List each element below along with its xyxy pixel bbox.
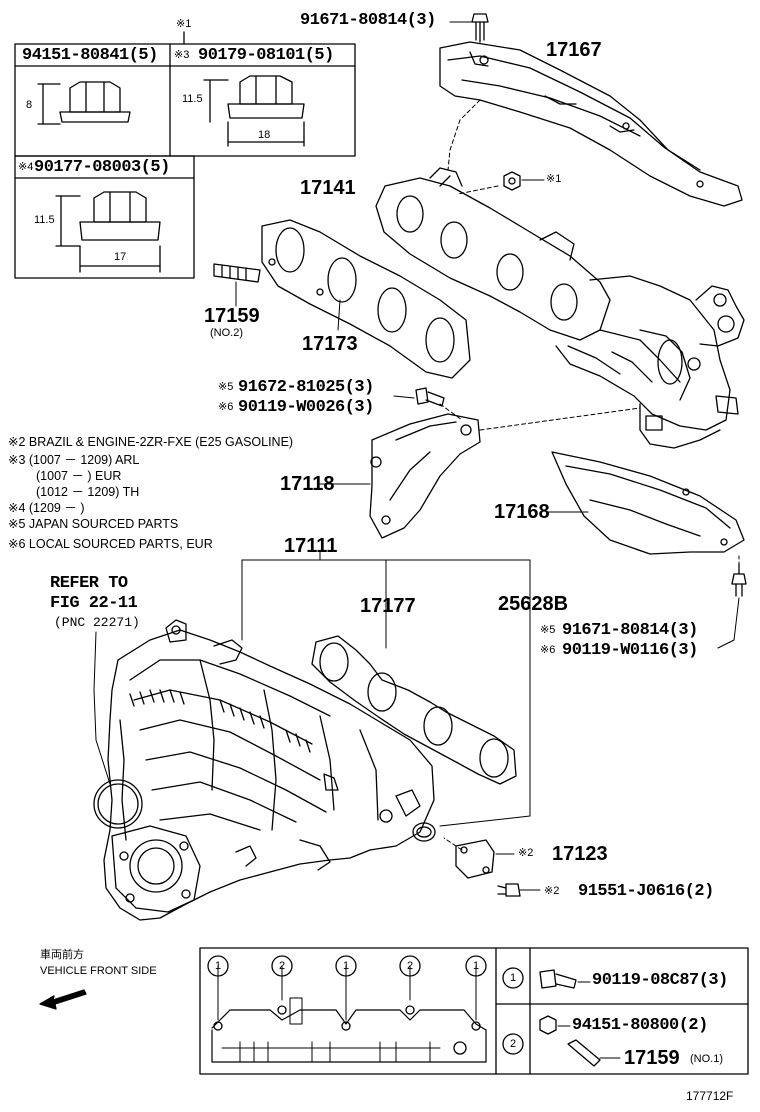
part-17167[interactable]: 17167	[546, 39, 602, 61]
intake-gasket-17177	[311, 635, 517, 785]
star1-nut-label: ※1	[546, 173, 562, 185]
part-90119-w0026[interactable]: 90119-W0026(3)	[238, 398, 374, 417]
part-17159-no1[interactable]: 17159	[624, 1047, 680, 1069]
heat-insulator-17167	[439, 41, 743, 207]
legend-circle-1a	[207, 955, 229, 977]
legend-circle-1a-label: 1	[215, 960, 222, 972]
part-17118[interactable]: 17118	[280, 473, 335, 495]
part-17111[interactable]: 17111	[284, 535, 338, 557]
nut-a-part-number: 94151-80841(5)	[22, 46, 158, 65]
note-line-6: ※5 JAPAN SOURCED PARTS	[8, 517, 179, 531]
intake-manifold	[103, 619, 435, 921]
mark5-lower: ※5	[540, 624, 556, 636]
legend-circle-1c-label: 1	[473, 960, 480, 972]
nut-table	[14, 31, 356, 279]
legend-circle-1b	[335, 955, 357, 977]
nut-b-width-dim: 18	[258, 129, 271, 141]
mark2-b: ※2	[544, 885, 560, 897]
leader-17111	[241, 551, 531, 827]
nut-b-mark: ※3	[174, 49, 190, 61]
nut-c-width-dim: 17	[114, 251, 127, 263]
refer-to-line-2[interactable]: FIG 22-11	[50, 594, 138, 613]
mark6-label: ※6	[218, 401, 234, 413]
o-ring-25628b	[412, 822, 436, 842]
exhaust-gasket-17173	[261, 219, 471, 379]
legend-circle-2a	[271, 955, 293, 977]
part-17177[interactable]: 17177	[360, 595, 416, 617]
part-91551[interactable]: 91551-J0616(2)	[578, 882, 714, 901]
part-17159-note: (NO.2)	[210, 327, 243, 339]
mark5-label: ※5	[218, 381, 234, 393]
note-line-1: ※2 BRAZIL & ENGINE-2ZR-FXE (E25 GASOLINE…	[8, 435, 294, 449]
bolt-90119-icon	[539, 969, 577, 989]
legend-key-circle-1	[502, 967, 524, 989]
vehicle-front-arrow-icon	[39, 989, 87, 1010]
legend-key-circle-2	[502, 1033, 524, 1055]
throttle-gasket-ring	[93, 779, 143, 829]
vehicle-front-jp: 車両前方	[40, 949, 84, 961]
legend-key-2-label: 2	[510, 1038, 517, 1050]
nut-b-part-number: 90179-08101(5)	[198, 46, 334, 65]
flange-nut-a-icon	[37, 81, 131, 125]
bolt-91551-icon	[497, 883, 521, 897]
bolt-top-icon	[471, 13, 489, 43]
part-17159[interactable]: 17159	[204, 305, 260, 327]
note-line-4: (1012 － 1209) TH	[36, 485, 140, 499]
nut-c-part-number: 90177-08003(5)	[34, 158, 170, 177]
note-line-7: ※6 LOCAL SOURCED PARTS, EUR	[8, 537, 213, 551]
part-17168[interactable]: 17168	[494, 501, 550, 523]
note-line-5: ※4 (1209 － )	[8, 501, 85, 515]
bracket-17118	[369, 413, 481, 539]
bolt-91671-icon	[731, 563, 747, 597]
legend-circle-2b	[399, 955, 421, 977]
cover-plate-17123	[455, 839, 495, 879]
nut-c-mark: ※4	[18, 161, 34, 173]
part-17173[interactable]: 17173	[302, 333, 358, 355]
part-17159-no1-note: (NO.1)	[690, 1053, 723, 1065]
part-17123[interactable]: 17123	[552, 843, 608, 865]
part-91671-lower[interactable]: 91671-80814(3)	[562, 621, 698, 640]
part-90119-w0116[interactable]: 90119-W0116(3)	[562, 641, 698, 660]
legend-key-1-label: 1	[510, 972, 517, 984]
part-17141[interactable]: 17141	[300, 177, 356, 199]
nut-94151-icon	[539, 1015, 557, 1035]
heat-insulator-17168	[551, 451, 745, 555]
vehicle-front-en: VEHICLE FRONT SIDE	[40, 965, 157, 977]
nut-c-height-dim: 11.5	[34, 214, 55, 226]
legend-circle-1c	[465, 955, 487, 977]
bolt-91672-icon	[415, 387, 445, 407]
nut-b-height-dim: 11.5	[182, 93, 203, 105]
refer-to-line-1: REFER TO	[50, 574, 128, 593]
flange-nut-b-icon	[203, 75, 305, 147]
star1-top-label: ※1	[176, 18, 192, 30]
note-line-3: (1007 － ) EUR	[36, 469, 122, 483]
legend-box	[199, 947, 749, 1075]
part-90119-08c87[interactable]: 90119-08C87(3)	[592, 971, 728, 990]
nut-small-icon	[503, 171, 521, 191]
part-91671-top[interactable]: 91671-80814(3)	[300, 11, 436, 30]
nut-a-height-dim: 8	[26, 99, 33, 111]
part-94151-80800[interactable]: 94151-80800(2)	[572, 1016, 708, 1035]
note-line-2: ※3 (1007 － 1209) ARL	[8, 453, 140, 467]
flange-nut-c-icon	[55, 191, 161, 273]
legend-circle-1b-label: 1	[343, 960, 350, 972]
exhaust-manifold-17141	[375, 167, 745, 449]
mark2-a: ※2	[518, 847, 534, 859]
refer-to-line-3: (PNC 22271)	[54, 615, 140, 630]
legend-circle-2b-label: 2	[407, 960, 414, 972]
legend-circle-2a-label: 2	[279, 960, 286, 972]
stud-17159-icon	[567, 1039, 601, 1067]
figure-id: 177712F	[686, 1089, 734, 1103]
part-91672[interactable]: 91672-81025(3)	[238, 378, 374, 397]
mark6-lower: ※6	[540, 644, 556, 656]
stud-bolt-icon	[213, 263, 261, 283]
part-25628b[interactable]: 25628B	[498, 593, 569, 615]
